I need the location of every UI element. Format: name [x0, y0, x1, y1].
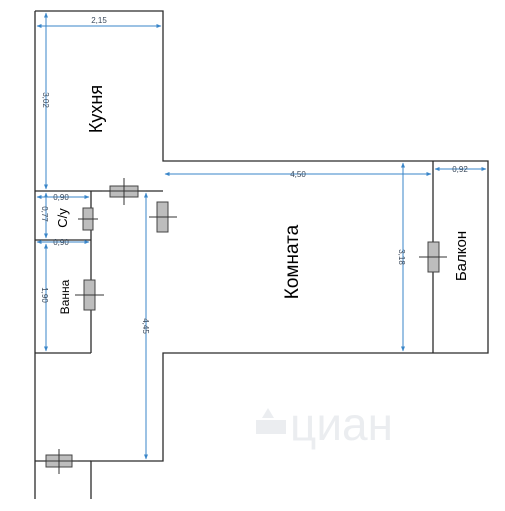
doors	[40, 178, 447, 474]
room-label-toilet: С/у	[55, 208, 70, 228]
room-label-balcony: Балкон	[453, 231, 470, 281]
dim-kitchen-width-label: 2,15	[91, 16, 107, 25]
door-kitchen	[102, 178, 146, 205]
dim-toilet-height-label: 0,77	[40, 206, 49, 222]
door-room	[149, 201, 177, 233]
dim-room-height-label: 3,18	[397, 249, 406, 265]
dim-balcony-width-label: 0,92	[452, 165, 468, 174]
dim-bath-width-label: 0,90	[53, 238, 69, 247]
watermark: циан	[256, 398, 393, 450]
dim-toilet-width-label: 0,90	[53, 193, 69, 202]
room-labels: Кухня С/у Ванна Комната Балкон	[55, 85, 470, 314]
room-label-room: Комната	[282, 224, 303, 299]
dimension-lines: 2,15 3,02 0,90 0,77 0,90 1,90 4,45 4,50 …	[36, 12, 487, 460]
door-toilet	[78, 207, 98, 231]
door-entrance	[40, 449, 78, 474]
dim-bath-height-label: 1,90	[40, 287, 49, 303]
wall-outer	[35, 10, 489, 499]
room-label-bath: Ванна	[58, 279, 72, 314]
room-label-kitchen: Кухня	[86, 85, 106, 133]
watermark-text: циан	[290, 398, 393, 450]
dim-corridor-length-label: 4,45	[141, 318, 150, 334]
dim-kitchen-height-label: 3,02	[41, 92, 50, 108]
door-balcony	[419, 241, 447, 273]
walls	[34, 10, 489, 499]
door-bath	[75, 279, 104, 311]
dim-room-width-label: 4,50	[290, 170, 306, 179]
